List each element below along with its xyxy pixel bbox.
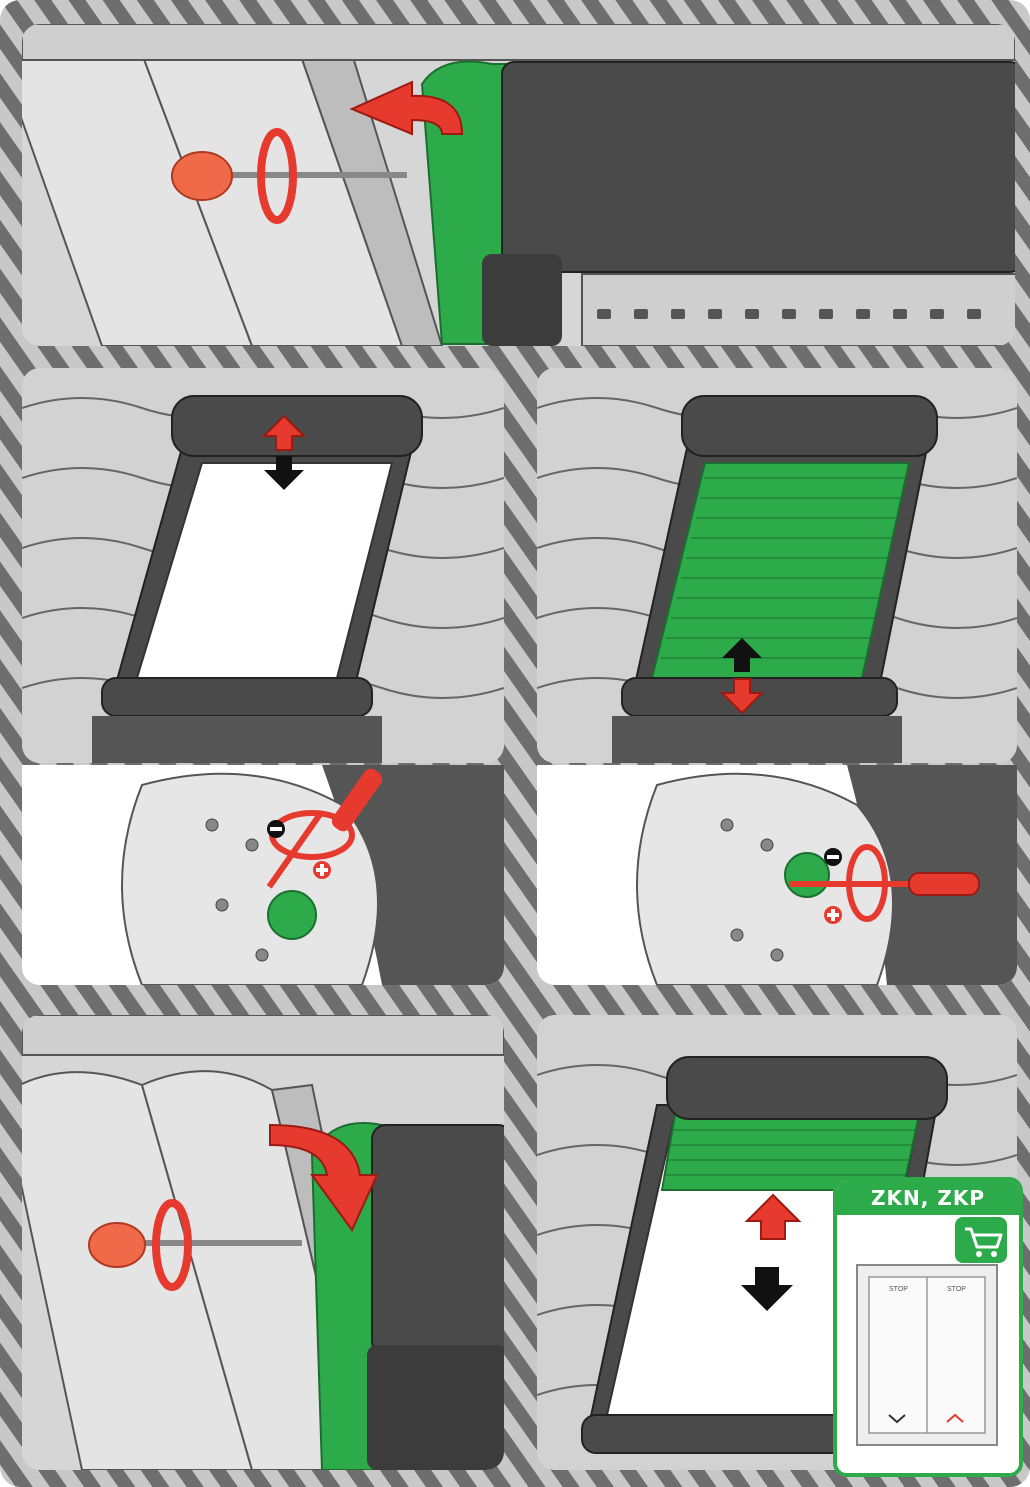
- accessory-callout: ZKN, ZKP STOP STOP: [833, 1177, 1023, 1477]
- panel-adjust-open-limit: [22, 368, 504, 763]
- stop-label-right: STOP: [947, 1286, 966, 1293]
- panel-remove-cover: [22, 24, 1015, 346]
- stop-label-left: STOP: [889, 1286, 908, 1293]
- minus-icon: [824, 848, 842, 866]
- accessory-title: ZKN, ZKP: [837, 1181, 1019, 1215]
- shopping-cart-icon: [955, 1217, 1007, 1263]
- panel-motor-screw-close: [537, 765, 1017, 985]
- minus-icon: [267, 820, 285, 838]
- panel-adjust-close-limit: [537, 368, 1017, 763]
- panel-refit-cover: [22, 1015, 504, 1470]
- wall-switch: STOP STOP: [837, 1215, 1019, 1473]
- panel-motor-screw-open: [22, 765, 504, 985]
- plus-icon: [824, 906, 842, 924]
- plus-icon: [313, 861, 331, 879]
